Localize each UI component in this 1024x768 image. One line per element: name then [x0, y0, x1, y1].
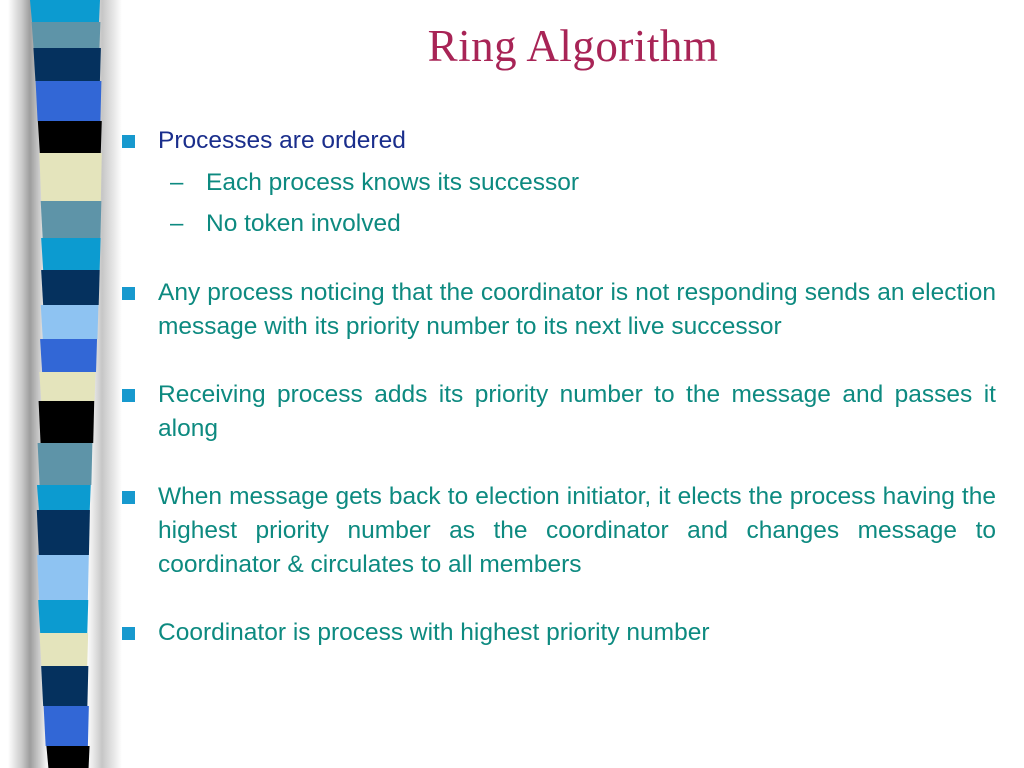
- strip-band: [35, 81, 102, 121]
- strip-band: [46, 746, 90, 768]
- bullet-text: When message gets back to election initi…: [158, 483, 996, 578]
- strip-band: [43, 706, 89, 746]
- bullet-text: Receiving process adds its priority numb…: [158, 381, 996, 442]
- strip-band: [37, 555, 89, 600]
- slide-title: Ring Algorithm: [427, 21, 719, 71]
- spacer: [118, 446, 996, 480]
- dash-marker-icon: –: [170, 210, 184, 237]
- spacer: [118, 244, 996, 276]
- strip-band: [41, 238, 101, 270]
- bullet-block-any-process-noticing: Any process noticing that the coordinato…: [118, 276, 996, 344]
- strip-color-bands: [0, 0, 122, 768]
- bullet-text: Processes are ordered: [158, 127, 406, 154]
- strip-band: [39, 153, 102, 201]
- strip-band: [37, 443, 93, 485]
- strip-band: [36, 510, 90, 555]
- strip-band: [41, 270, 100, 305]
- strip-band: [40, 339, 98, 372]
- strip-band: [39, 633, 89, 666]
- left-color-strip: [0, 0, 122, 768]
- strip-band: [40, 201, 102, 238]
- strip-band: [30, 0, 100, 22]
- sub-bullet-item: –No token involved: [118, 203, 996, 244]
- bullet-block-coordinator-is-process: Coordinator is process with highest prio…: [118, 616, 996, 650]
- sub-bullet-item: –Each process knows its successor: [118, 162, 996, 203]
- strip-band: [38, 401, 95, 443]
- spacer: [118, 582, 996, 616]
- strip-band: [37, 121, 102, 153]
- bullet-square-icon: [122, 287, 135, 300]
- strip-band: [36, 485, 91, 510]
- bullet-block-when-message-gets-back: When message gets back to election initi…: [118, 480, 996, 582]
- slide-body: Processes are ordered –Each process knows…: [118, 124, 996, 650]
- strip-band: [39, 372, 96, 401]
- bullet-text: Coordinator is process with highest prio…: [158, 619, 710, 646]
- bullet-square-icon: [122, 389, 135, 402]
- sub-bullet-text: No token involved: [206, 210, 401, 237]
- sub-bullet-text: Each process knows its successor: [206, 169, 580, 196]
- bullet-block-receiving-process-adds: Receiving process adds its priority numb…: [118, 378, 996, 446]
- strip-band: [41, 666, 89, 706]
- strip-band: [33, 48, 101, 81]
- strip-band: [31, 22, 101, 48]
- bullet-square-icon: [122, 627, 135, 640]
- bullet-square-icon: [122, 135, 135, 148]
- strip-band: [40, 305, 99, 339]
- spacer: [118, 344, 996, 378]
- bullet-square-icon: [122, 491, 135, 504]
- bullet-text: Any process noticing that the coordinato…: [158, 279, 996, 340]
- dash-marker-icon: –: [170, 169, 184, 196]
- bullet-block-processes-are-ordered: Processes are ordered: [118, 124, 996, 158]
- strip-band: [38, 600, 89, 633]
